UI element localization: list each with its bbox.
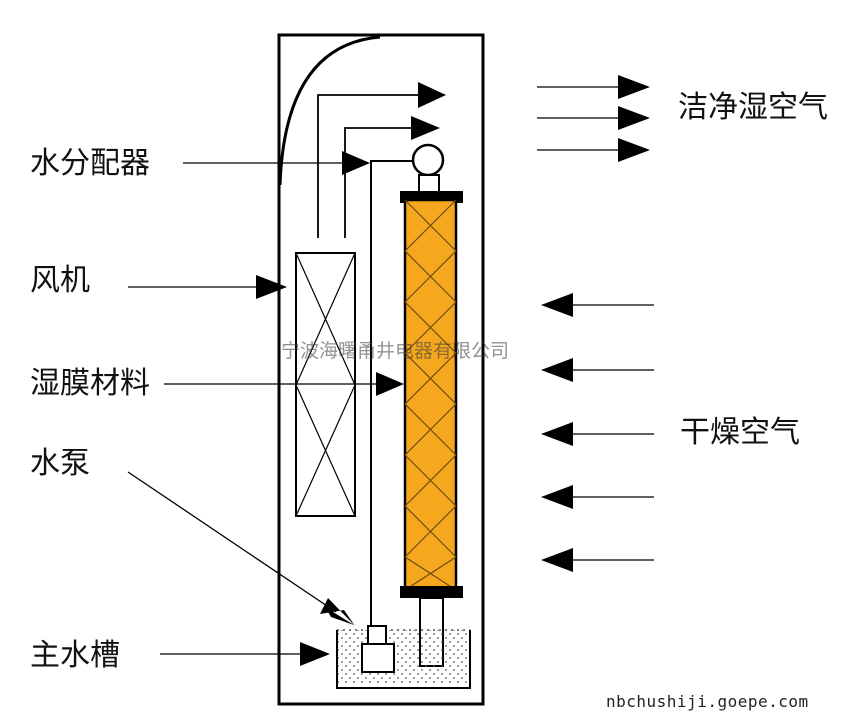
- wet-film-bottom-cap: [400, 586, 463, 598]
- label-fan: 风机: [30, 263, 90, 298]
- airflow-line-outer: [317, 94, 425, 238]
- arrowhead-wet-film: [376, 372, 404, 396]
- water-distributor-ball: [411, 143, 445, 177]
- arrowhead-water-distributor: [342, 151, 370, 175]
- tank-walls: [336, 630, 471, 689]
- arrowhead-water-pump: [320, 598, 355, 626]
- pump-top: [367, 625, 387, 645]
- label-main-water-tank: 主水槽: [30, 638, 120, 673]
- label-water-distributor: 水分配器: [30, 146, 150, 181]
- housing-outline: [277, 33, 485, 706]
- label-dry-air: 干燥空气: [680, 415, 800, 450]
- inlet-arrows: [541, 293, 654, 572]
- leader-water-pump: [127, 471, 337, 613]
- distributor-neck: [418, 174, 440, 194]
- arrowhead-main-water-tank: [300, 642, 330, 666]
- outlet-arrows: [537, 75, 650, 162]
- label-clean-humid-air: 洁净湿空气: [678, 90, 828, 125]
- airflow-arrowhead-inner: [411, 116, 440, 140]
- fan-x-lines-2: [295, 252, 356, 517]
- pump-body: [361, 643, 395, 673]
- airflow-arrowhead-outer: [418, 82, 446, 108]
- water-pipe: [370, 160, 413, 630]
- water-in-tank: [337, 630, 470, 685]
- label-wet-film-material: 湿膜材料: [30, 366, 150, 401]
- arrowhead-fan: [256, 275, 287, 299]
- airflow-line-inner: [344, 127, 418, 238]
- arrowhead-water-pump-core: [325, 607, 354, 625]
- wet-film-hatching: [404, 199, 457, 591]
- watermark-text: 宁波海曙甬井电器有限公司: [281, 340, 510, 362]
- label-water-pump: 水泵: [30, 446, 90, 481]
- source-url-text: nbchushiji.goepe.com: [606, 692, 809, 711]
- fan-x-lines: [295, 252, 356, 517]
- housing-curve: [278, 35, 381, 186]
